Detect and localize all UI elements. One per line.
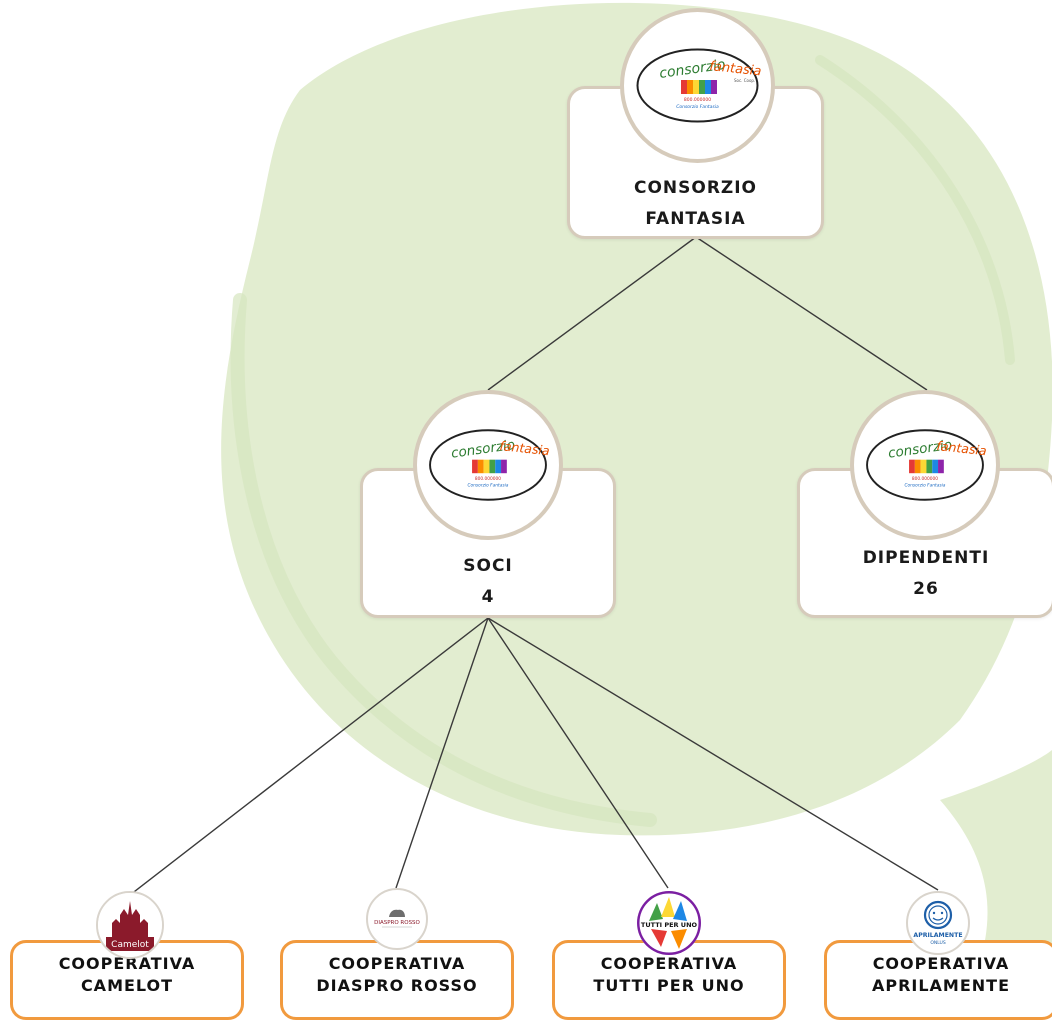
aprilamente-logo-sub: ONLUS — [930, 940, 945, 946]
rainbow-icon — [472, 459, 507, 474]
coop-tutti-line1: COOPERATIVA — [600, 954, 738, 973]
rainbow-icon — [909, 459, 944, 474]
diaspro-logo: DIASPRO ROSSO — [366, 888, 428, 950]
castle-icon: Camelot S.C.S. — [98, 893, 162, 957]
coop-diaspro-label: COOPERATIVA DIASPRO ROSSO — [283, 953, 511, 997]
soci-logo: consorzio fantasia 800.000000 Consorzio … — [413, 390, 563, 540]
node-dipendenti-label: DIPENDENTI 26 — [800, 543, 1052, 605]
node-soci-label: SOCI 4 — [363, 551, 613, 613]
node-consorzio-fantasia-label: CONSORZIO FANTASIA — [570, 173, 821, 235]
dip-logo-social: Consorzio Fantasia — [905, 483, 946, 489]
diaspro-logo-text: DIASPRO ROSSO — [374, 920, 420, 926]
tutti-per-uno-logo: TUTTI PER UNO — [637, 891, 701, 955]
camelot-logo-sub: S.C.S. — [125, 951, 135, 955]
coop-tutti-line2: TUTTI PER UNO — [593, 976, 745, 995]
coop-aprilamente-label: COOPERATIVA APRILAMENTE — [827, 953, 1052, 997]
dip-logo-phone: 800.000000 — [912, 476, 938, 482]
dipendenti-line1: DIPENDENTI — [862, 548, 990, 568]
aprilamente-logo: APRILAMENTE ONLUS — [906, 891, 970, 955]
root-line2: FANTASIA — [645, 209, 746, 229]
link-root-soci — [487, 236, 697, 391]
consorzio-logo-graphic: consorzio fantasia Soc. Coop. 800.000000… — [636, 48, 763, 123]
coop-aprilamente-line1: COOPERATIVA — [872, 954, 1010, 973]
link-soci-diaspro — [395, 617, 489, 889]
logo-suffix: Soc. Coop. — [734, 78, 755, 83]
soci-logo-phone: 800.000000 — [475, 476, 501, 482]
logo-word2: fantasia — [709, 59, 763, 79]
dip-logo-word2: fantasia — [936, 438, 988, 458]
coop-camelot-line2: CAMELOT — [80, 976, 174, 995]
tutti-logo-text: TUTTI PER UNO — [641, 921, 698, 929]
link-soci-camelot — [129, 617, 489, 896]
soci-logo-social: Consorzio Fantasia — [468, 483, 509, 489]
link-soci-tutti — [487, 617, 669, 889]
coop-tutti-label: COOPERATIVA TUTTI PER UNO — [555, 953, 783, 997]
coop-aprilamente-line2: APRILAMENTE — [871, 976, 1011, 995]
logo-social: Consorzio Fantasia — [676, 104, 719, 110]
smile-face-icon: APRILAMENTE ONLUS — [913, 900, 963, 946]
logo-phone: 800.000000 — [684, 97, 711, 103]
camelot-logo-text: Camelot — [111, 940, 149, 950]
soci-line2: 4 — [481, 587, 495, 607]
coop-diaspro-line1: COOPERATIVA — [328, 954, 466, 973]
camelot-logo: Camelot S.C.S. — [96, 891, 164, 959]
link-soci-aprilamente — [487, 617, 939, 891]
dipendenti-logo: consorzio fantasia 800.000000 Consorzio … — [850, 390, 1000, 540]
aprilamente-logo-text: APRILAMENTE — [913, 932, 962, 939]
diaspro-icon: DIASPRO ROSSO — [374, 909, 421, 928]
rainbow-icon — [681, 80, 717, 94]
consorzio-logo: consorzio fantasia Soc. Coop. 800.000000… — [620, 8, 775, 163]
node-dipendenti[interactable]: DIPENDENTI 26 — [797, 468, 1052, 618]
soci-logo-word2: fantasia — [499, 438, 551, 458]
soci-line1: SOCI — [463, 556, 513, 576]
soci-logo-graphic: consorzio fantasia 800.000000 Consorzio … — [429, 429, 551, 501]
coop-camelot-label: COOPERATIVA CAMELOT — [13, 953, 241, 997]
hands-icon: TUTTI PER UNO — [637, 891, 701, 955]
root-line1: CONSORZIO — [633, 178, 758, 198]
dipendenti-logo-graphic: consorzio fantasia 800.000000 Consorzio … — [866, 429, 988, 501]
dipendenti-line2: 26 — [913, 579, 939, 599]
coop-diaspro-line2: DIASPRO ROSSO — [316, 976, 478, 995]
coop-camelot-line1: COOPERATIVA — [58, 954, 196, 973]
node-coop-diaspro-rosso[interactable]: COOPERATIVA DIASPRO ROSSO — [280, 940, 514, 1020]
link-root-dipendenti — [695, 236, 928, 391]
